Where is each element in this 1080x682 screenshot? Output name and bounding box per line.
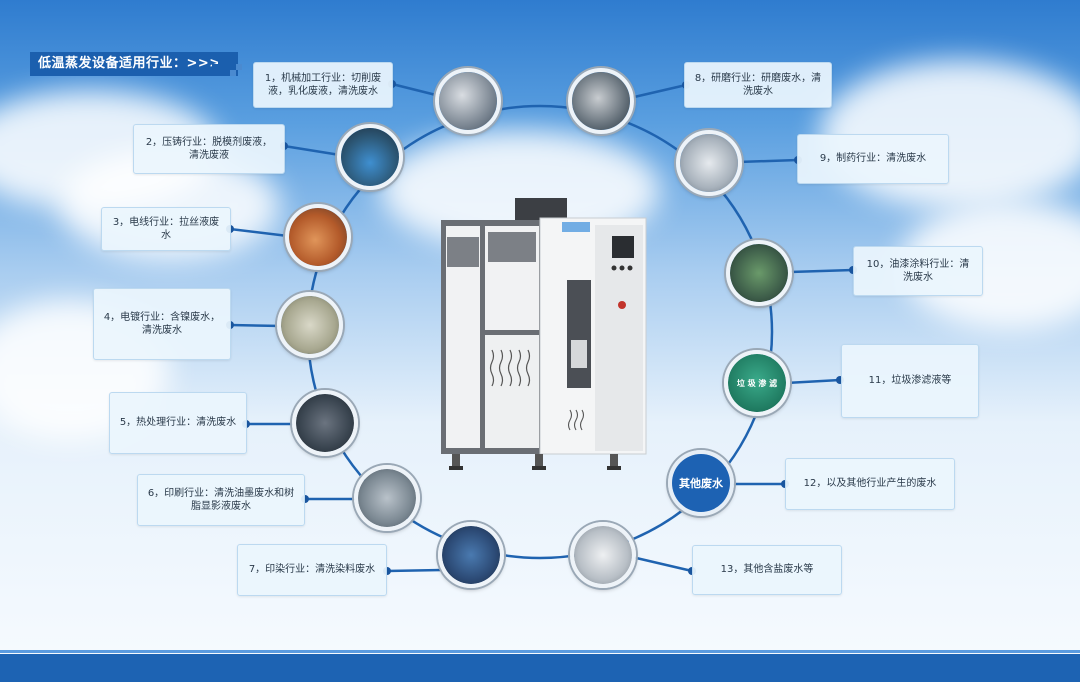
photo-die-casting	[337, 124, 403, 190]
photo-machining	[435, 68, 501, 134]
industry-label-1: 1，机械加工行业：切削废液，乳化废液，清洗废水	[253, 62, 393, 108]
machine-button	[611, 265, 617, 271]
machine-foot	[610, 454, 618, 468]
industry-label-4: 4，电镀行业：含镍废水，清洗废水	[93, 288, 231, 360]
machine-window	[567, 280, 591, 388]
industry-label-5: 5，热处理行业：清洗废水	[109, 392, 247, 454]
leader-line-3	[229, 227, 289, 238]
machine-wave-vent	[489, 349, 495, 387]
machine-button	[627, 265, 633, 271]
other-wastewater-circle: 其他废水	[668, 450, 734, 516]
machine-foot	[452, 454, 460, 468]
machine-vent-1	[447, 237, 479, 267]
machine-foot-base	[532, 466, 546, 470]
industry-label-6: 6，印刷行业：清洗油墨废水和树脂显影液废水	[137, 474, 305, 526]
industry-label-13: 13，其他含盐废水等	[692, 545, 842, 595]
industry-label-11: 11，垃圾渗滤液等	[841, 344, 979, 418]
photo-plating	[277, 292, 343, 358]
machine-wave-vent	[573, 409, 579, 431]
machine-wave-vent	[567, 409, 573, 431]
leader-line-11	[785, 378, 841, 385]
page-title: 低温蒸发设备适用行业：>>>	[30, 52, 238, 76]
machine-foot-base	[607, 466, 621, 470]
photo-dyeing	[438, 522, 504, 588]
industry-label-8: 8，研磨行业：研磨废水，清洗废水	[684, 62, 832, 108]
machine-button	[619, 265, 625, 271]
machine-screen	[612, 236, 634, 258]
photo-saline	[570, 522, 636, 588]
machine-window-part	[571, 340, 587, 368]
machine-emergency-stop	[618, 301, 626, 309]
footer-accent-line	[0, 650, 1080, 653]
photo-printing	[354, 465, 420, 531]
industry-label-7: 7，印染行业：清洗染料废水	[237, 544, 387, 596]
photo-heat-treatment	[292, 390, 358, 456]
industry-label-9: 9，制药行业：清洗废水	[797, 134, 949, 184]
title-checker-decoration	[212, 52, 242, 76]
photo-grinding	[568, 68, 634, 134]
machine-control-side	[595, 225, 643, 451]
machine-panel-3	[485, 335, 539, 448]
leader-line-10	[789, 268, 854, 274]
photo-wire	[285, 204, 351, 270]
other-wastewater-label: 其他废水	[672, 454, 730, 512]
machine-wave-vent	[525, 349, 531, 387]
leader-line-1	[391, 82, 441, 98]
industry-label-12: 12，以及其他行业产生的废水	[785, 458, 955, 510]
machine-foot	[535, 454, 543, 468]
sign-text: 垃 圾 渗 滤	[736, 378, 778, 388]
machine-wave-vent	[507, 349, 513, 387]
photo-paint	[726, 240, 792, 306]
photo-landfill-sign: 垃 圾 渗 滤	[724, 350, 790, 416]
industry-label-3: 3，电线行业：拉丝液废水	[101, 207, 231, 251]
leader-line-2	[283, 144, 341, 157]
machine-logo-icon	[562, 222, 590, 232]
machine-wave-vent	[516, 349, 522, 387]
leader-line-9	[737, 158, 799, 164]
machine-wave-vent	[498, 349, 504, 387]
leader-line-13	[631, 555, 693, 573]
leader-line-8	[629, 83, 687, 100]
industry-label-2: 2，压铸行业：脱模剂废液，清洗废液	[133, 124, 285, 174]
photo-pharma	[676, 130, 742, 196]
machine-foot-base	[449, 466, 463, 470]
machine-vent-2	[488, 232, 536, 262]
leader-line-7	[386, 568, 443, 573]
leader-line-4	[229, 323, 283, 328]
machine-wave-vent	[579, 409, 585, 431]
industry-label-10: 10，油漆涂料行业：清洗废水	[853, 246, 983, 296]
footer-bar	[0, 654, 1080, 682]
